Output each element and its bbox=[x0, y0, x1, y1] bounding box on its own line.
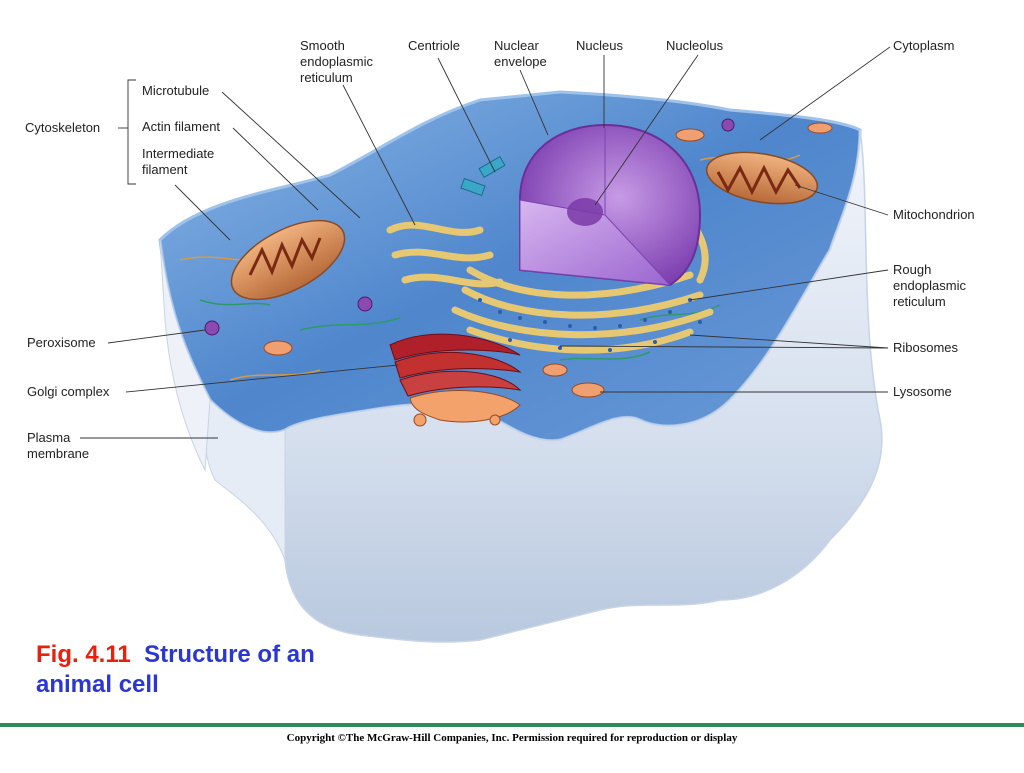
figure-number: Fig. 4.11 bbox=[36, 641, 131, 668]
label-plasma-membrane-line2: membrane bbox=[27, 446, 89, 461]
label-nuclear-envelope: Nuclear envelope bbox=[494, 38, 547, 69]
label-plasma-membrane-line1: Plasma bbox=[27, 430, 71, 445]
label-rough-er-line2: endoplasmic bbox=[893, 278, 966, 293]
label-mitochondrion: Mitochondrion bbox=[893, 207, 975, 222]
label-golgi-complex: Golgi complex bbox=[27, 384, 110, 399]
figure-caption: Fig. 4.11 Structure of an animal cell bbox=[36, 640, 366, 700]
label-smooth-er-line1: Smooth bbox=[300, 38, 345, 53]
footer-divider bbox=[0, 723, 1024, 727]
label-cytoplasm: Cytoplasm bbox=[893, 38, 954, 53]
label-ribosomes: Ribosomes bbox=[893, 340, 959, 355]
label-nucleus: Nucleus bbox=[576, 38, 623, 53]
copyright-notice: Copyright ©The McGraw-Hill Companies, In… bbox=[0, 732, 1024, 744]
label-smooth-er-line2: endoplasmic bbox=[300, 54, 373, 69]
label-plasma-membrane: Plasma membrane bbox=[27, 430, 89, 461]
nucleolus-shape bbox=[567, 198, 603, 226]
label-cytoskeleton: Cytoskeleton bbox=[25, 120, 100, 135]
label-intermediate-filament-line2: filament bbox=[142, 162, 188, 177]
label-nucleolus: Nucleolus bbox=[666, 38, 724, 53]
label-intermediate-filament: Intermediate filament bbox=[142, 146, 218, 177]
label-rough-er-line1: Rough bbox=[893, 262, 931, 277]
nucleus bbox=[520, 125, 700, 285]
cytoskeleton-bracket bbox=[118, 80, 136, 184]
label-nuclear-envelope-line2: envelope bbox=[494, 54, 547, 69]
label-microtubule: Microtubule bbox=[142, 83, 209, 98]
label-peroxisome: Peroxisome bbox=[27, 335, 96, 350]
label-smooth-er-line3: reticulum bbox=[300, 70, 353, 85]
label-centriole: Centriole bbox=[408, 38, 460, 53]
label-intermediate-filament-line1: Intermediate bbox=[142, 146, 214, 161]
label-nuclear-envelope-line1: Nuclear bbox=[494, 38, 539, 53]
label-lysosome: Lysosome bbox=[893, 384, 952, 399]
label-rough-er-line3: reticulum bbox=[893, 294, 946, 309]
label-smooth-er: Smooth endoplasmic reticulum bbox=[300, 38, 377, 85]
label-actin-filament: Actin filament bbox=[142, 119, 220, 134]
label-rough-er: Rough endoplasmic reticulum bbox=[893, 262, 970, 309]
